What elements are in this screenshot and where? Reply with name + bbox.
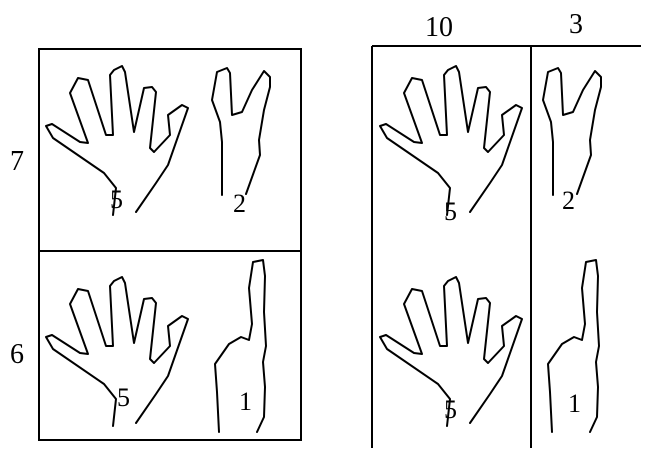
column-label-10: 10 (425, 12, 453, 43)
partial-hand-digit: 1 (568, 389, 581, 418)
two-fingers-icon (543, 68, 601, 195)
row-label-6: 6 (10, 339, 24, 370)
column-label-3: 3 (569, 9, 583, 40)
open-hand-digit: 5 (117, 383, 130, 412)
two-fingers-icon (212, 68, 270, 195)
open-hand-icon (380, 66, 522, 215)
partial-hand-digit: 2 (562, 186, 575, 215)
partial-hand-digit: 2 (233, 189, 246, 218)
open-hand-digit: 5 (110, 185, 123, 214)
open-hand-digit: 5 (444, 395, 457, 424)
open-hand-digit: 5 (444, 197, 457, 226)
row-label-7: 7 (10, 146, 24, 177)
partial-hand-digit: 1 (239, 387, 252, 416)
left-panel-frame (39, 49, 301, 440)
